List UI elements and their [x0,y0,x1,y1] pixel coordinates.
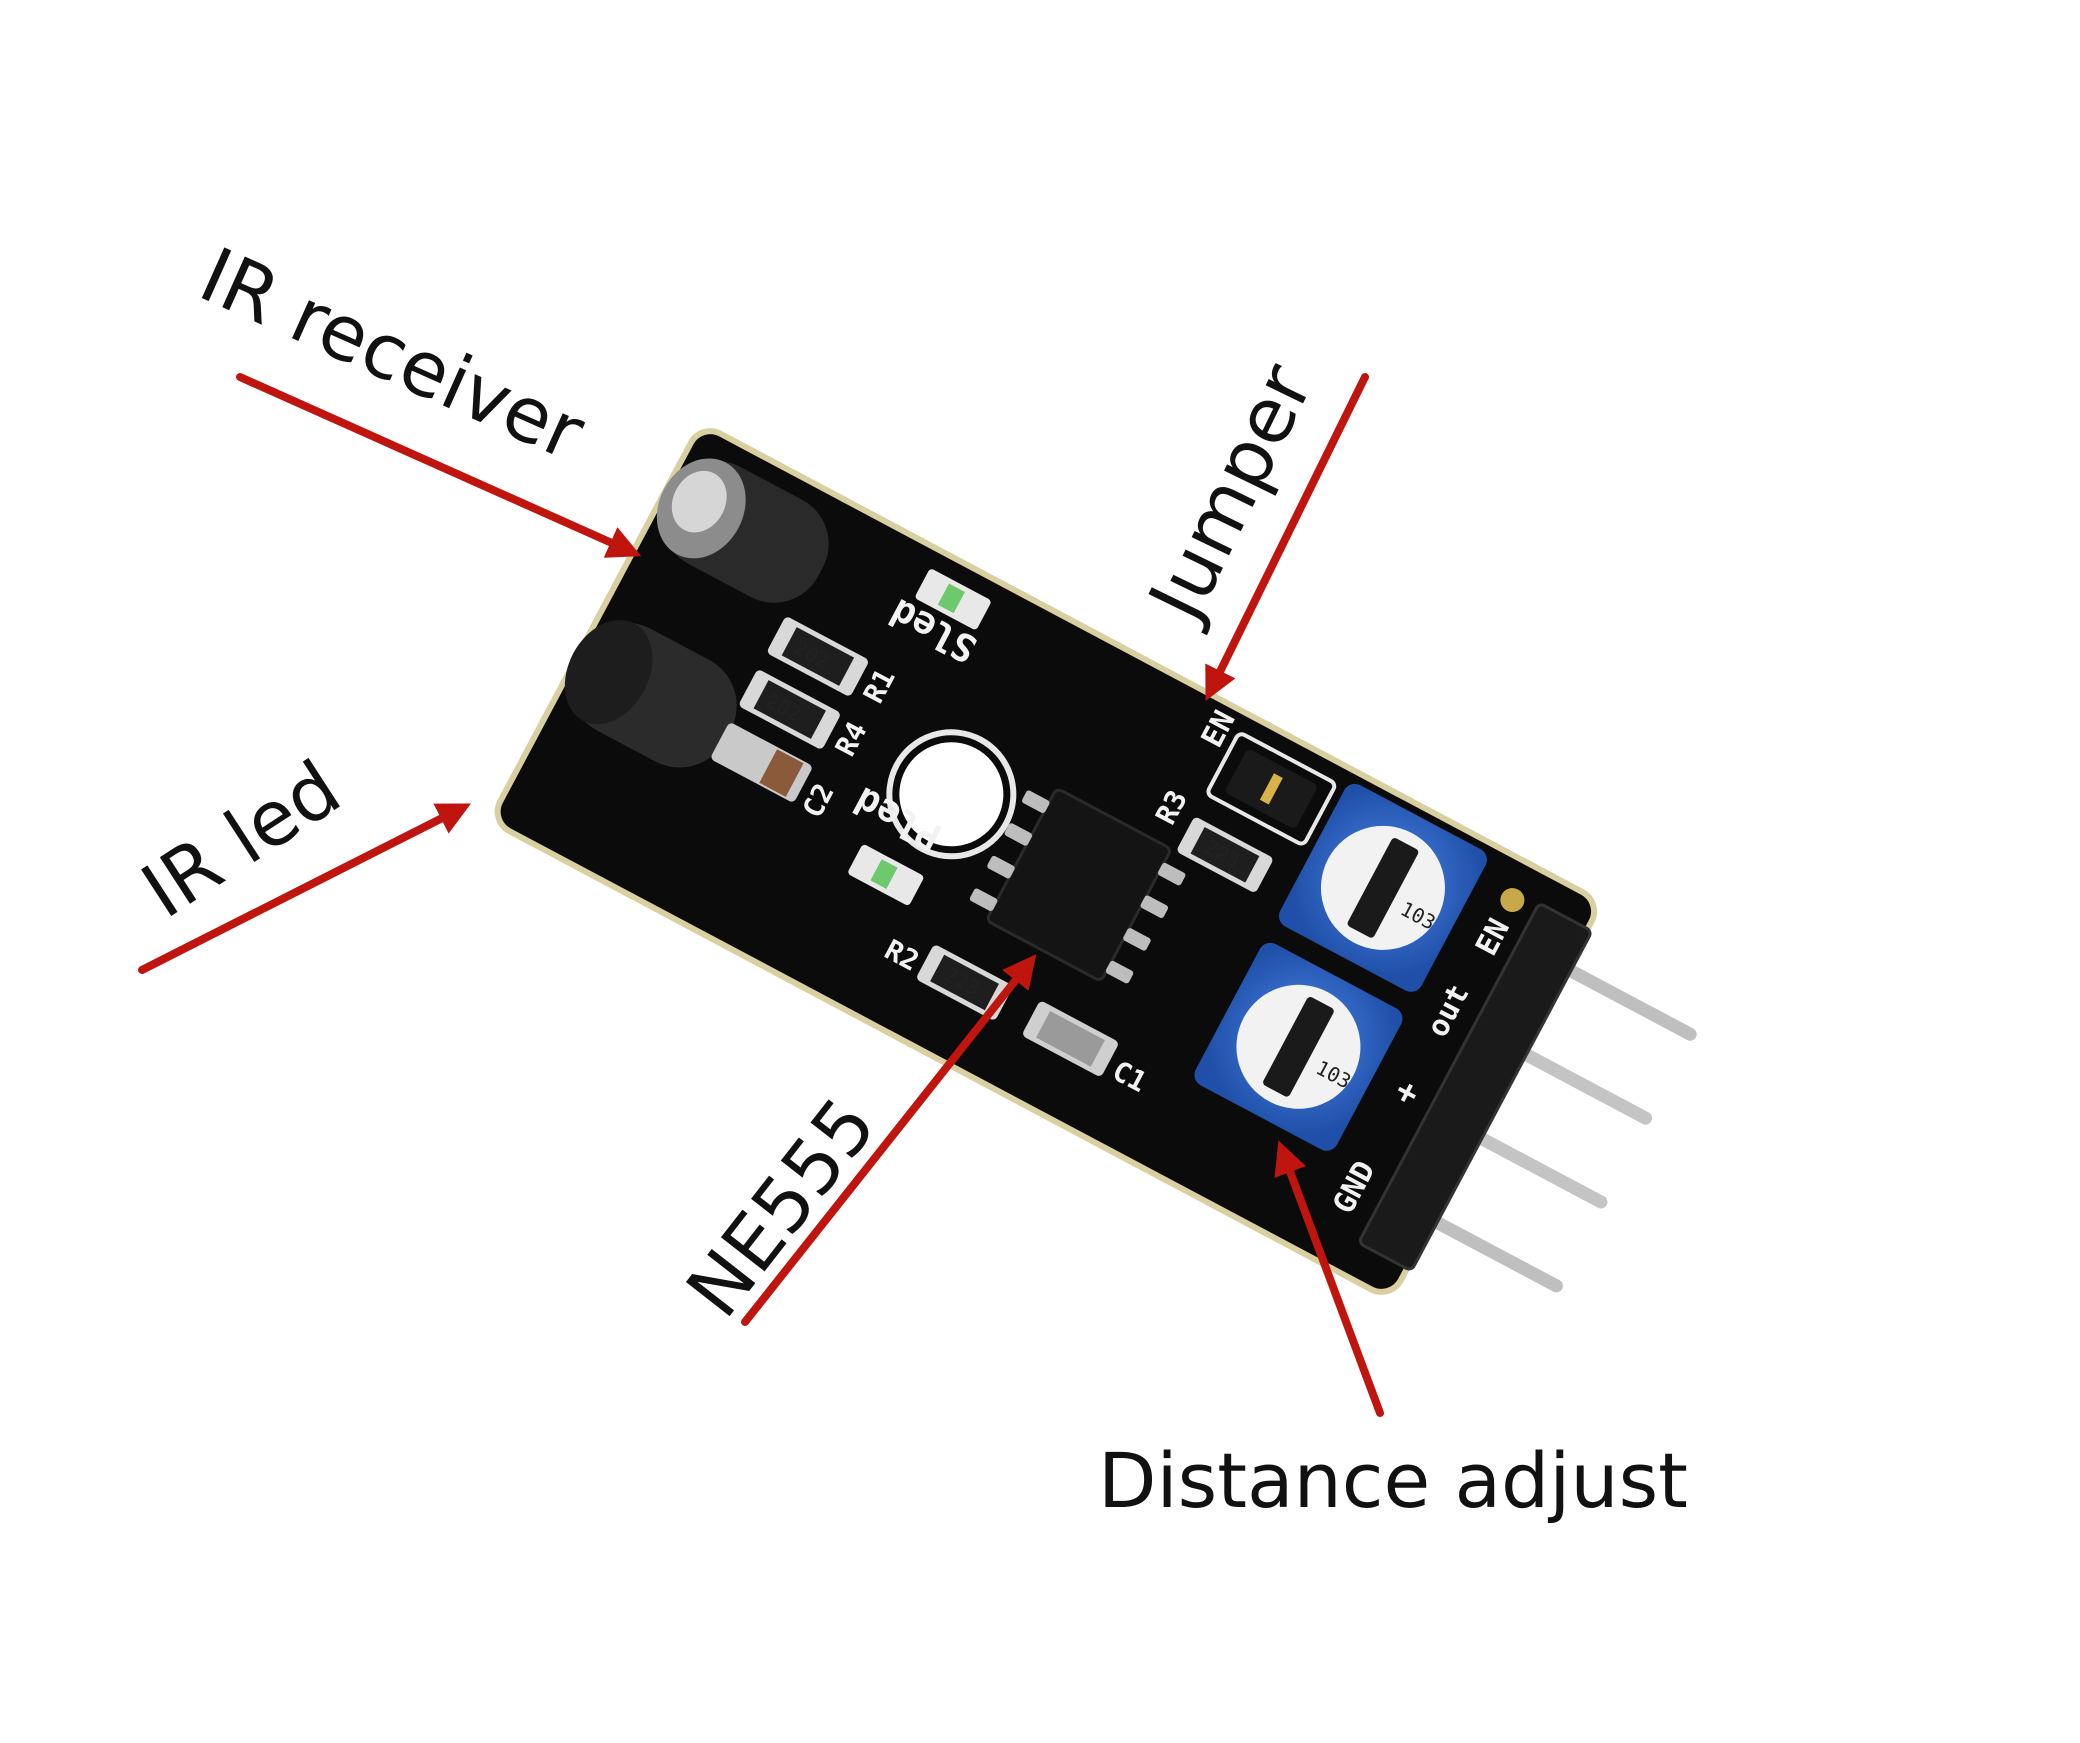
label-ir-receiver: IR receiver [188,230,598,478]
potentiometer-2: 103 [1194,942,1403,1151]
pled-led [848,844,924,905]
sensor-module: Sled Pled 202 202 R1 R4 C2 [494,428,1697,1295]
label-ne555: NE555 [669,1081,893,1333]
arrow-ir-led [138,803,471,974]
arrow-distance-adjust [1274,1140,1384,1417]
ir-led-component [564,620,737,768]
header-pins [1426,962,1697,1293]
jumper-component [1206,732,1337,846]
arrow-ne555 [741,954,1037,1326]
header-block [1359,903,1592,1271]
sled-led [915,569,991,630]
resistor-r4: 202 [739,670,840,749]
arrow-ir-receiver [236,373,642,558]
arrow-jumper [1205,373,1369,702]
resistor-r1: 202 [767,617,868,696]
resistor-r2: 223 [917,945,1012,1020]
mounting-hole [886,729,1017,860]
potentiometer-1: 103 [1278,783,1487,992]
capacitor-c1 [1023,1001,1118,1076]
label-distance-adjust: Distance adjust [1098,1436,1688,1525]
resistor-r3: 223 [1177,817,1273,892]
label-jumper: Jumper [1129,350,1330,637]
pin-pad [1500,888,1525,913]
ir-receiver-component [656,458,829,603]
capacitor-c2 [711,723,812,802]
ne555-chip [969,788,1186,984]
label-ir-led: IR led [126,743,355,935]
annotation-arrows [138,373,1384,1417]
